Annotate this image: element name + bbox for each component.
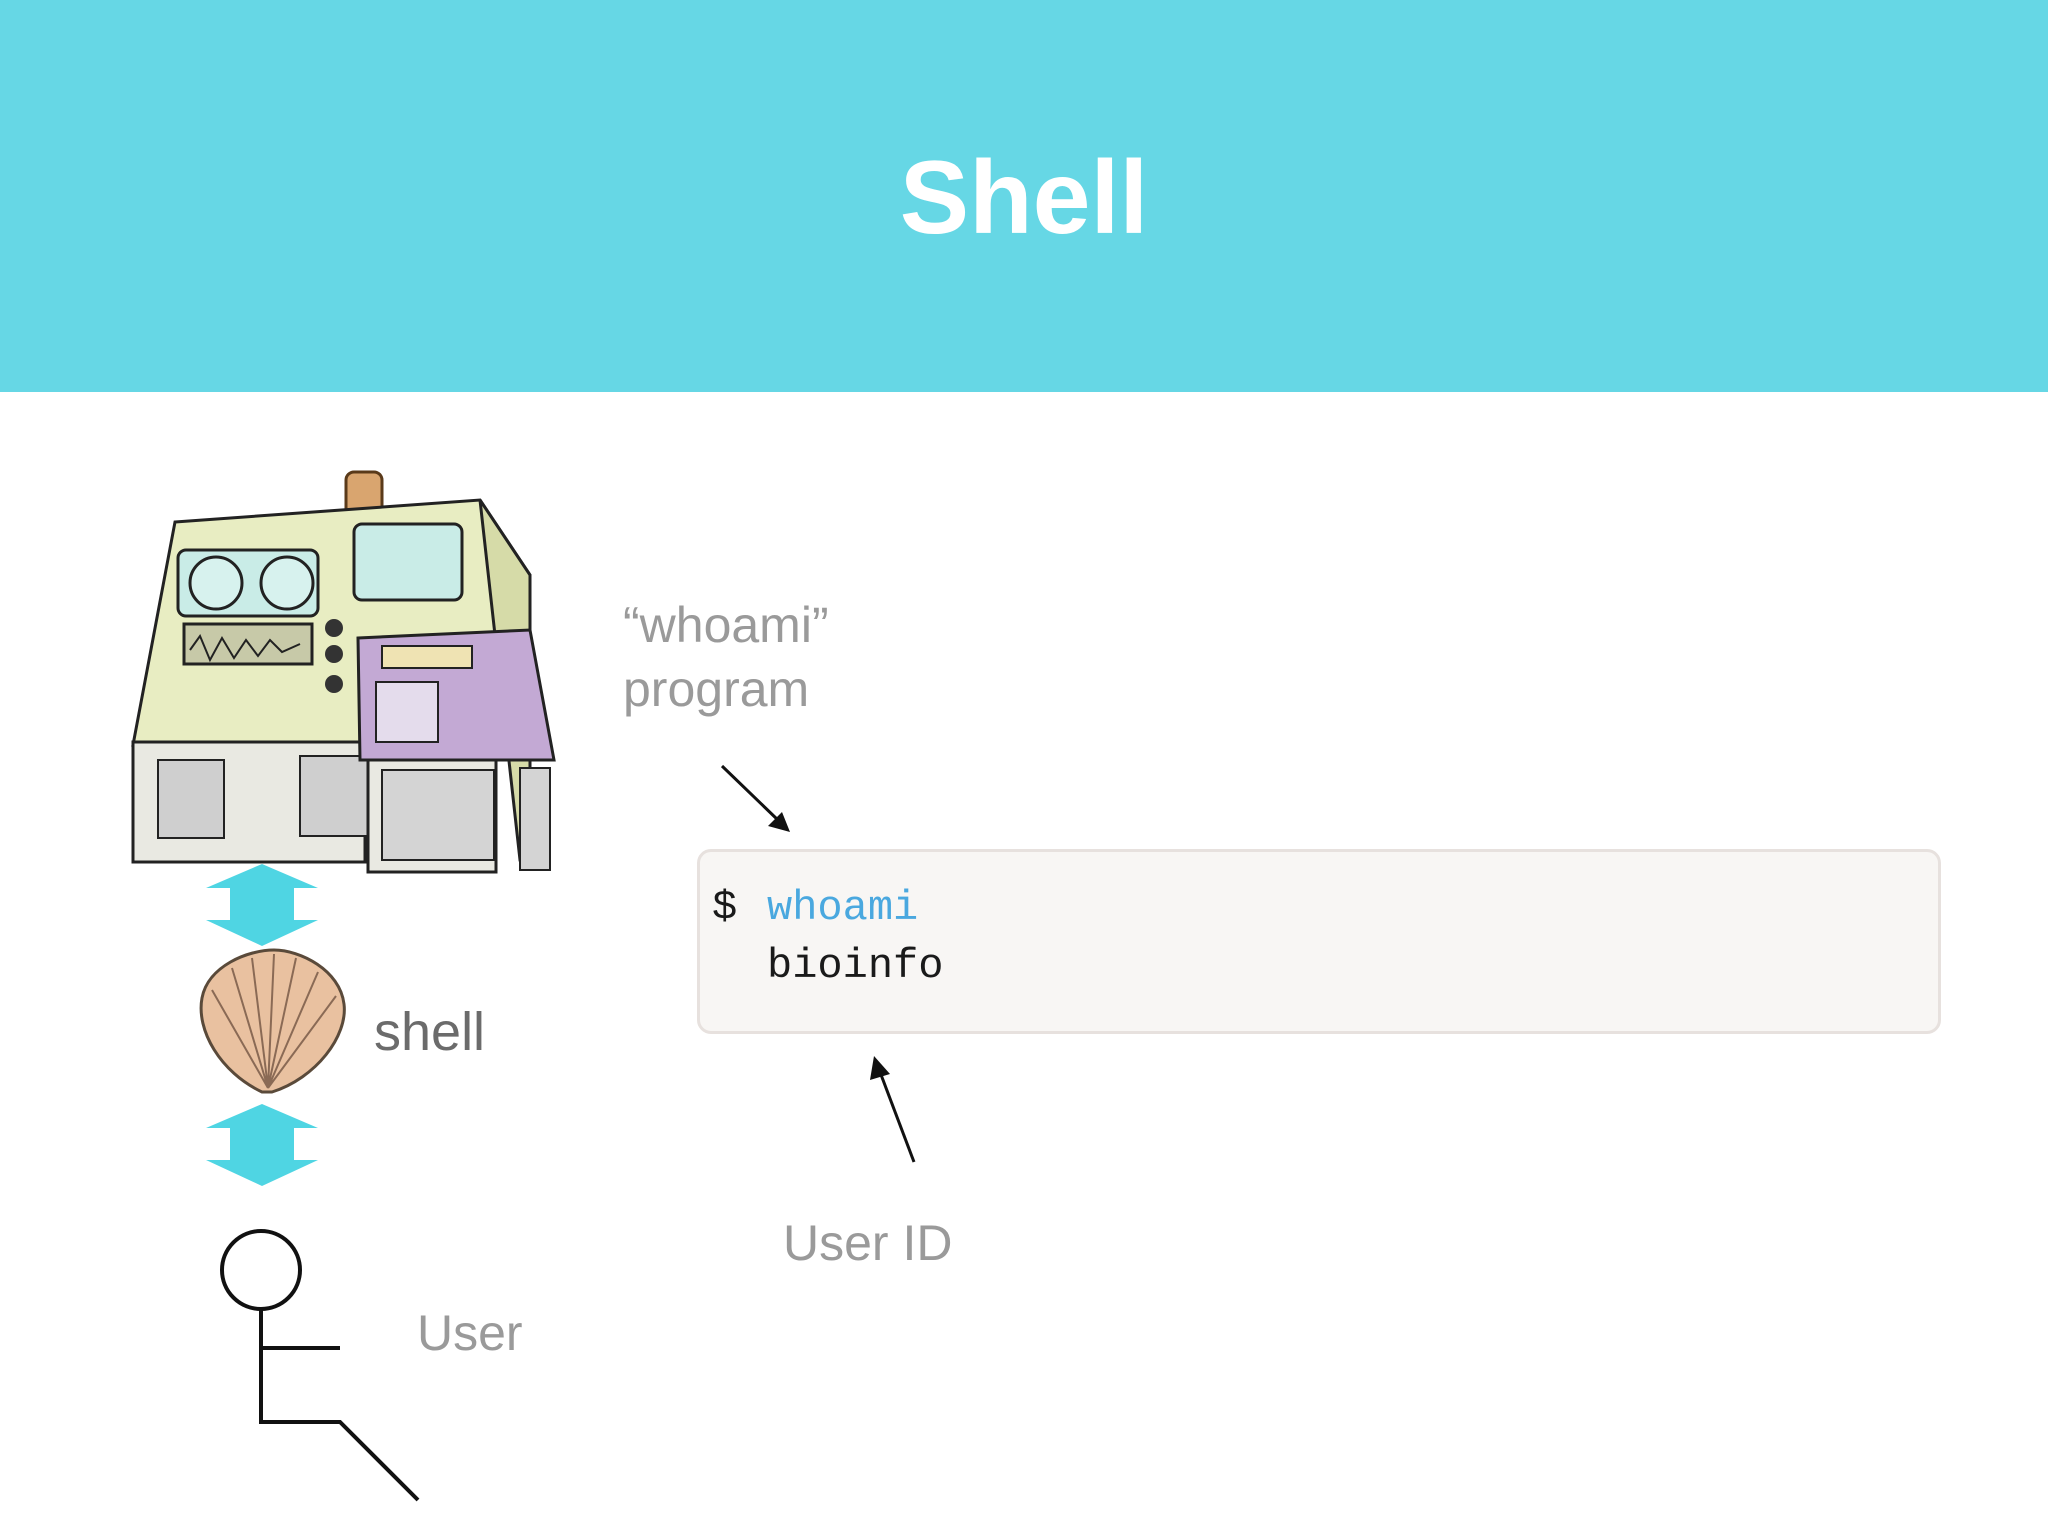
terminal-box: $ whoami bioinfo: [697, 849, 1941, 1034]
double-arrow-icon: [206, 1104, 318, 1186]
program-label-line2: program: [623, 661, 810, 717]
stick-figure-user-icon: [220, 1229, 420, 1502]
terminal-command: whoami: [767, 884, 919, 932]
slide-title: Shell: [899, 140, 1149, 256]
user-id-label: User ID: [783, 1215, 953, 1271]
user-label: User: [417, 1305, 523, 1361]
pointer-arrow: [870, 1056, 916, 1163]
program-label-line1: “whoami”: [623, 597, 829, 653]
double-arrow-icon: [206, 864, 318, 946]
computer-machine-icon: [131, 470, 556, 874]
terminal-prompt: $: [712, 884, 738, 932]
slide-header: Shell: [0, 0, 2048, 392]
pointer-arrow: [720, 764, 790, 832]
terminal-output: bioinfo: [767, 942, 944, 990]
seashell-icon: [199, 948, 346, 1094]
shell-label: shell: [374, 1002, 486, 1062]
